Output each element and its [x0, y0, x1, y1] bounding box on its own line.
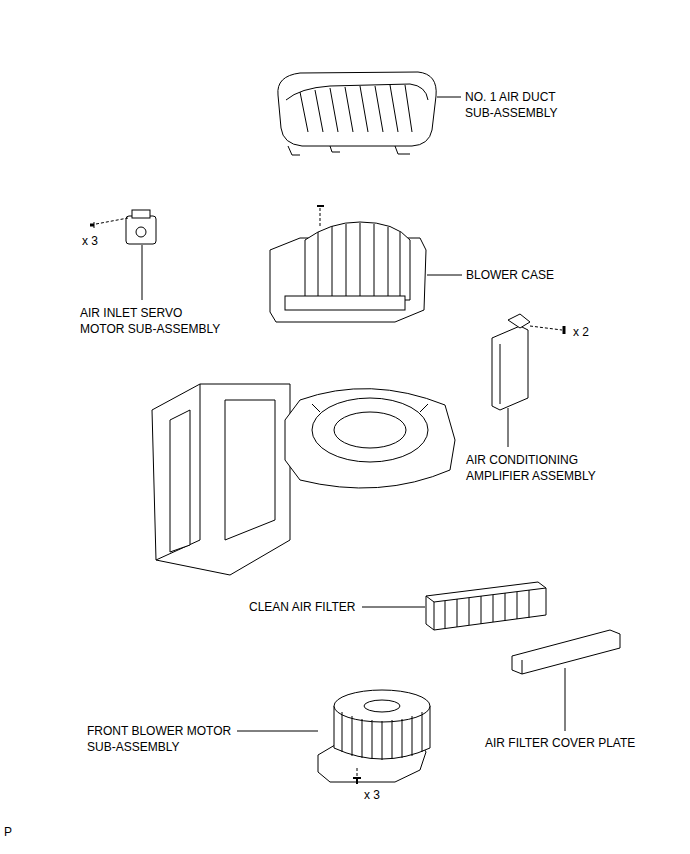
servo-motor-drawing [90, 210, 156, 300]
quantity: x 3 [82, 233, 98, 249]
part-name: CLEAN AIR FILTER [249, 599, 355, 615]
quantity: x 2 [573, 324, 589, 340]
cover-plate-drawing [512, 630, 620, 731]
figure-code: P [4, 824, 12, 840]
air-filter-drawing [362, 582, 546, 630]
blower-motor-drawing [237, 690, 430, 784]
part-name: BLOWER CASE [466, 267, 554, 283]
part-name: AIR CONDITIONING AMPLIFIER ASSEMBLY [466, 452, 602, 484]
blower-case-drawing [270, 206, 462, 322]
air-duct-drawing [278, 72, 461, 155]
part-name: FRONT BLOWER MOTOR SUB-ASSEMBLY [87, 723, 237, 755]
part-name: NO. 1 AIR DUCT SUB-ASSEMBLY [465, 89, 565, 121]
heater-unit-drawing [152, 384, 455, 575]
quantity: x 3 [364, 787, 380, 803]
part-name: AIR FILTER COVER PLATE [485, 735, 635, 751]
part-name: AIR INLET SERVO MOTOR SUB-ASSEMBLY [80, 305, 227, 337]
amplifier-drawing [492, 314, 564, 447]
